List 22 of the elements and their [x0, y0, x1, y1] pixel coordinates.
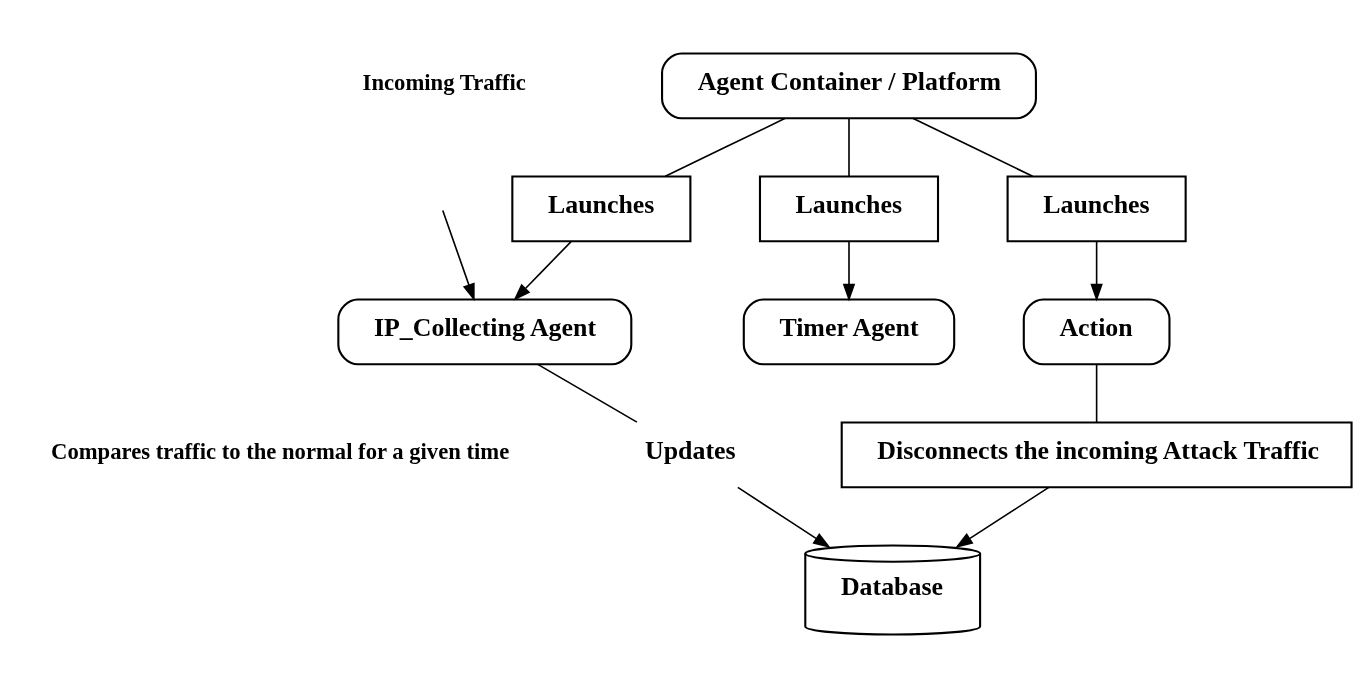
- node-text: Updates: [645, 435, 736, 465]
- connector: [848, 117, 850, 177]
- node-box: Launches: [511, 174, 692, 242]
- node-box: Timer Agent: [742, 297, 956, 365]
- connector: [664, 117, 787, 177]
- label: Incoming Traffic: [362, 69, 526, 95]
- node-box: Launches: [758, 174, 940, 242]
- connector: [536, 363, 638, 423]
- node-box: Agent Container / Platform: [661, 51, 1037, 119]
- node-box: IP_Collecting Agent: [337, 297, 633, 365]
- node-box: Launches: [1006, 174, 1187, 242]
- node-box: Disconnects the incoming Attack Traffic: [840, 420, 1353, 488]
- connector: [911, 117, 1034, 177]
- node-box: Action: [1022, 297, 1171, 365]
- arrow: [737, 486, 831, 548]
- connector: [1095, 363, 1098, 423]
- arrow: [842, 240, 856, 302]
- arrow: [513, 240, 573, 301]
- arrow: [955, 486, 1050, 548]
- arrow: [441, 209, 475, 301]
- arrow: [1090, 240, 1103, 302]
- label: Compares traffic to the normal for a given time: [51, 438, 510, 464]
